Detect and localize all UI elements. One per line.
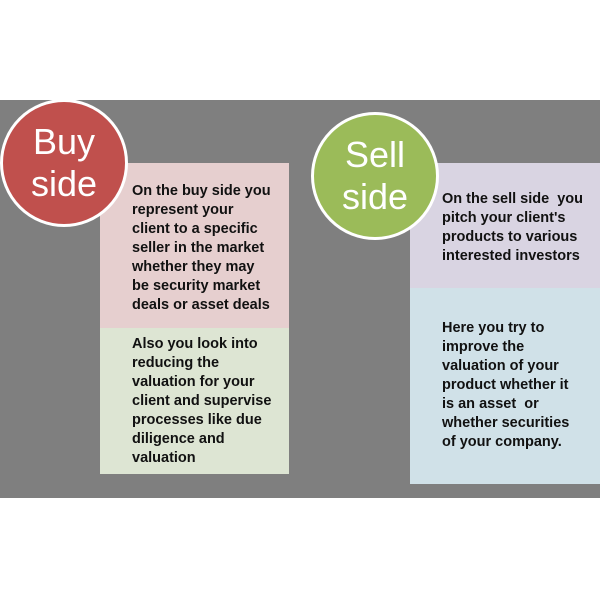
circle-title: Buy: [32, 121, 96, 162]
text-line: client to a specific: [132, 221, 258, 237]
text-line: Also you look into: [132, 336, 258, 352]
text-line: improve the: [442, 339, 525, 355]
text-line: interested investors: [442, 248, 580, 264]
text-line: client and supervise: [132, 393, 272, 409]
text-line: Here you try to: [442, 320, 545, 336]
text-line: seller in the market: [132, 240, 265, 256]
text-line: whether securities: [442, 415, 570, 431]
text-line: diligence and: [132, 431, 225, 447]
circle-title: Sell: [344, 134, 406, 175]
text-line: of your company.: [442, 434, 562, 450]
text-line: On the sell side you: [442, 191, 584, 207]
text-line: valuation: [132, 450, 196, 466]
circle-title: side: [30, 163, 98, 204]
text-line: processes like due: [132, 412, 262, 428]
text-line: products to various: [442, 229, 578, 245]
text-line: represent your: [132, 202, 234, 218]
buy-side-circle: Buy side: [0, 99, 128, 227]
buy-side-details: Also you look into reducing the valuatio…: [100, 328, 289, 474]
buy-side-description: On the buy side you represent your clien…: [100, 163, 289, 328]
text-line: is an asset or: [442, 396, 539, 412]
text-line: valuation of your: [442, 358, 559, 374]
text-line: whether they may: [132, 259, 255, 275]
text-line: valuation for your: [132, 374, 255, 390]
sell-side-details: Here you try to improve the valuation of…: [410, 288, 600, 484]
text-line: product whether it: [442, 377, 569, 393]
text-line: be security market: [132, 278, 261, 294]
text-line: On the buy side you: [132, 183, 271, 199]
text-line: reducing the: [132, 355, 220, 371]
circle-title: side: [341, 176, 409, 217]
sell-side-description: On the sell side you pitch your client's…: [410, 163, 600, 288]
sell-side-circle: Sell side: [311, 112, 439, 240]
text-line: deals or asset deals: [132, 297, 270, 313]
text-line: pitch your client's: [442, 210, 566, 226]
